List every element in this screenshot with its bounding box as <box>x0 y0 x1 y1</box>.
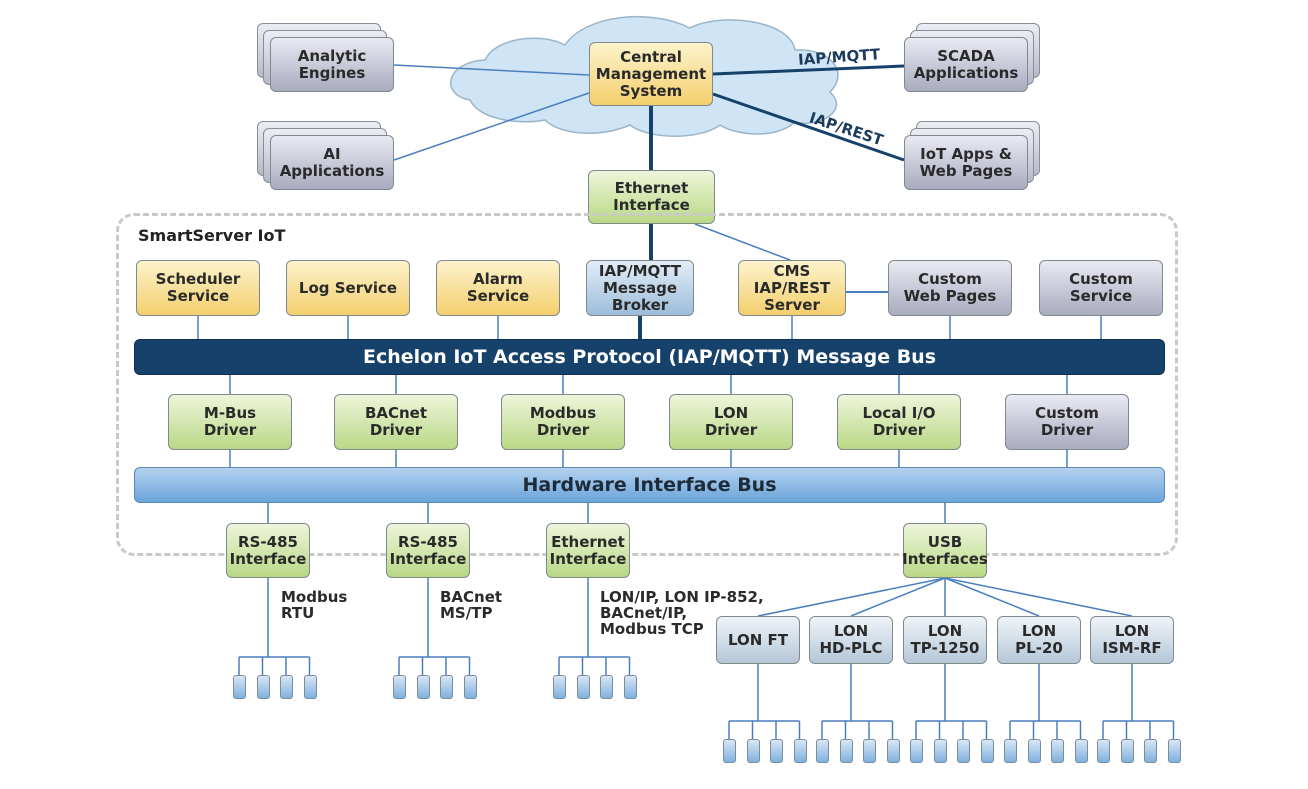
field-device <box>933 739 947 763</box>
driver-lon[interactable]: LON Driver <box>669 394 793 450</box>
interface-usb[interactable]: USB Interfaces <box>902 523 988 578</box>
service-alarm[interactable]: Alarm Service <box>436 260 560 316</box>
field-device <box>256 675 270 699</box>
field-device <box>980 739 994 763</box>
field-device <box>1051 739 1064 763</box>
field-device <box>280 675 293 699</box>
field-device <box>793 739 807 763</box>
field-device <box>1167 739 1181 763</box>
field-device <box>1097 739 1110 763</box>
field-device <box>746 739 760 763</box>
analytic-engines-box[interactable]: Analytic Engines <box>270 37 394 92</box>
service-mqtt-broker[interactable]: IAP/MQTT Message Broker <box>586 260 694 316</box>
field-device <box>816 739 829 763</box>
link-ethernet-cms-rest <box>694 223 791 261</box>
driver-modbus[interactable]: Modbus Driver <box>501 394 625 450</box>
driver-mbus[interactable]: M-Bus Driver <box>168 394 292 450</box>
field-device <box>1074 739 1088 763</box>
network-lon-ism-rf[interactable]: LON ISM-RF <box>1090 616 1174 664</box>
field-device <box>1120 739 1134 763</box>
field-device <box>910 739 923 763</box>
network-lon-tp-1250[interactable]: LON TP-1250 <box>903 616 987 664</box>
field-device <box>440 675 453 699</box>
field-device <box>1144 739 1157 763</box>
field-device <box>770 739 783 763</box>
network-label-ethernet: LON/IP, LON IP-852, BACnet/IP, Modbus TC… <box>600 588 764 638</box>
field-device <box>600 675 613 699</box>
field-device <box>553 675 566 699</box>
link-usb-network <box>944 577 1040 617</box>
driver-custom[interactable]: Custom Driver <box>1005 394 1129 450</box>
ai-applications-box[interactable]: AI Applications <box>270 135 394 190</box>
field-device <box>416 675 430 699</box>
field-device <box>393 675 406 699</box>
scada-applications-box[interactable]: SCADA Applications <box>904 37 1028 92</box>
link-ai-cms <box>393 92 590 161</box>
network-lon-pl-20[interactable]: LON PL-20 <box>997 616 1081 664</box>
field-device <box>233 675 246 699</box>
link-cms-scada <box>712 64 905 76</box>
link-usb-network <box>757 577 946 617</box>
field-device <box>463 675 477 699</box>
service-custom-service[interactable]: Custom Service <box>1039 260 1163 316</box>
service-custom-web-pages[interactable]: Custom Web Pages <box>888 260 1012 316</box>
field-device <box>839 739 853 763</box>
service-cms-rest-server[interactable]: CMS IAP/REST Server <box>738 260 846 316</box>
network-label-modbus-rtu: Modbus RTU <box>281 588 348 622</box>
link-analytic-cms <box>393 64 590 76</box>
smartserver-frame <box>116 213 1178 556</box>
field-device <box>723 739 736 763</box>
field-device <box>1004 739 1017 763</box>
link-usb-network <box>850 577 946 617</box>
hardware-interface-bus: Hardware Interface Bus <box>134 467 1165 503</box>
service-log[interactable]: Log Service <box>286 260 410 316</box>
service-scheduler[interactable]: Scheduler Service <box>136 260 260 316</box>
interface-rs485-1[interactable]: RS-485 Interface <box>226 523 310 578</box>
iot-apps-box[interactable]: IoT Apps & Web Pages <box>904 135 1028 190</box>
interface-rs485-2[interactable]: RS-485 Interface <box>386 523 470 578</box>
field-device <box>957 739 970 763</box>
network-lon-hd-plc[interactable]: LON HD-PLC <box>809 616 893 664</box>
driver-bacnet[interactable]: BACnet Driver <box>334 394 458 450</box>
message-bus: Echelon IoT Access Protocol (IAP/MQTT) M… <box>134 339 1165 375</box>
network-label-bacnet-mstp: BACnet MS/TP <box>440 588 503 622</box>
link-usb-network <box>944 577 1133 617</box>
smartserver-title: SmartServer IoT <box>138 226 286 245</box>
driver-local-io[interactable]: Local I/O Driver <box>837 394 961 450</box>
field-device <box>623 675 637 699</box>
link-cms-iot <box>712 92 905 162</box>
central-management-system-box[interactable]: Central Management System <box>589 42 713 106</box>
field-device <box>576 675 590 699</box>
field-device <box>303 675 317 699</box>
field-device <box>1027 739 1041 763</box>
field-device <box>886 739 900 763</box>
interface-ethernet[interactable]: Ethernet Interface <box>546 523 630 578</box>
field-device <box>863 739 876 763</box>
network-lon-ft[interactable]: LON FT <box>716 616 800 664</box>
